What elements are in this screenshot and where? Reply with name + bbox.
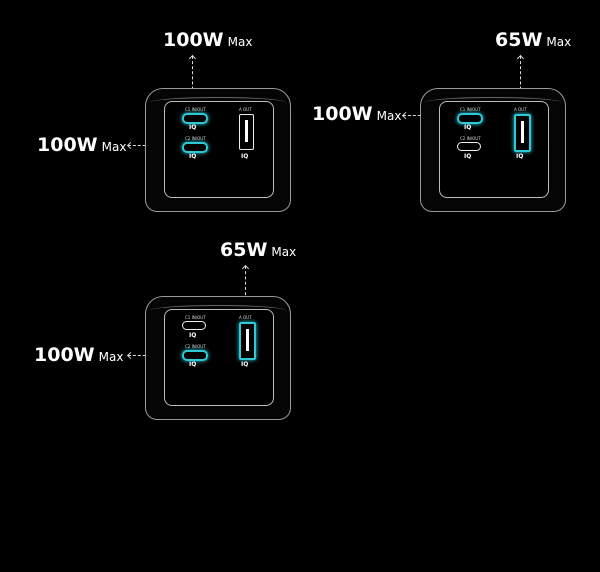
watt-value: 65W — [220, 239, 268, 261]
iq-label: IQ — [189, 153, 197, 160]
port-label-c1: C1 IN/OUT — [185, 315, 206, 320]
iq-label: IQ — [464, 124, 472, 131]
port-label-c2: C2 IN/OUT — [460, 136, 481, 141]
iq-label: IQ — [241, 153, 249, 160]
top-edge — [150, 97, 286, 108]
max-label: Max — [546, 35, 572, 49]
max-label: Max — [376, 109, 402, 123]
usb-c1-port — [457, 113, 483, 124]
charger-body: C1 IN/OUT IQ C2 IN/OUT IQ A OUT IQ — [145, 88, 291, 212]
port-label-a: A OUT — [239, 107, 252, 112]
usb-c2-port — [182, 350, 208, 361]
iq-label: IQ — [464, 153, 472, 160]
max-label: Max — [101, 140, 127, 154]
port-label-c2: C2 IN/OUT — [185, 344, 206, 349]
usb-c1-port — [182, 321, 206, 330]
dashed-connector — [520, 56, 521, 110]
port-panel: C1 IN/OUT IQ C2 IN/OUT IQ A OUT IQ — [164, 101, 274, 198]
iq-label: IQ — [241, 361, 249, 368]
port-label-c1: C1 IN/OUT — [185, 107, 206, 112]
iq-label: IQ — [189, 332, 197, 339]
port-label-c1: C1 IN/OUT — [460, 107, 481, 112]
watt-value: 100W — [312, 103, 373, 125]
charger-body: C1 IN/OUT IQ C2 IN/OUT IQ A OUT IQ — [145, 296, 291, 420]
max-label: Max — [227, 35, 253, 49]
charger-2: C1 IN/OUT IQ C2 IN/OUT IQ A OUT IQ — [420, 88, 566, 212]
usb-a-port — [514, 114, 531, 152]
usb-c2-port — [457, 142, 481, 151]
iq-label: IQ — [516, 153, 524, 160]
charger-3: C1 IN/OUT IQ C2 IN/OUT IQ A OUT IQ — [145, 296, 291, 420]
watt-value: 100W — [163, 29, 224, 51]
iq-label: IQ — [189, 124, 197, 131]
port-panel: C1 IN/OUT IQ C2 IN/OUT IQ A OUT IQ — [439, 101, 549, 198]
watt-value: 100W — [34, 344, 95, 366]
charger-1: C1 IN/OUT IQ C2 IN/OUT IQ A OUT IQ — [145, 88, 291, 212]
top-edge — [150, 305, 286, 316]
usb-a-port — [239, 114, 254, 150]
top-edge — [425, 97, 561, 108]
max-label: Max — [271, 245, 297, 259]
watt-value: 100W — [37, 134, 98, 156]
dashed-connector — [192, 56, 193, 110]
watt-value: 65W — [495, 29, 543, 51]
max-label: Max — [98, 350, 124, 364]
usb-a-port — [239, 322, 256, 360]
charger-body: C1 IN/OUT IQ C2 IN/OUT IQ A OUT IQ — [420, 88, 566, 212]
iq-label: IQ — [189, 361, 197, 368]
usb-c2-port — [182, 142, 208, 153]
port-panel: C1 IN/OUT IQ C2 IN/OUT IQ A OUT IQ — [164, 309, 274, 406]
port-label-a: A OUT — [239, 315, 252, 320]
port-label-a: A OUT — [514, 107, 527, 112]
usb-c1-port — [182, 113, 208, 124]
port-label-c2: C2 IN/OUT — [185, 136, 206, 141]
dashed-connector — [245, 266, 246, 316]
